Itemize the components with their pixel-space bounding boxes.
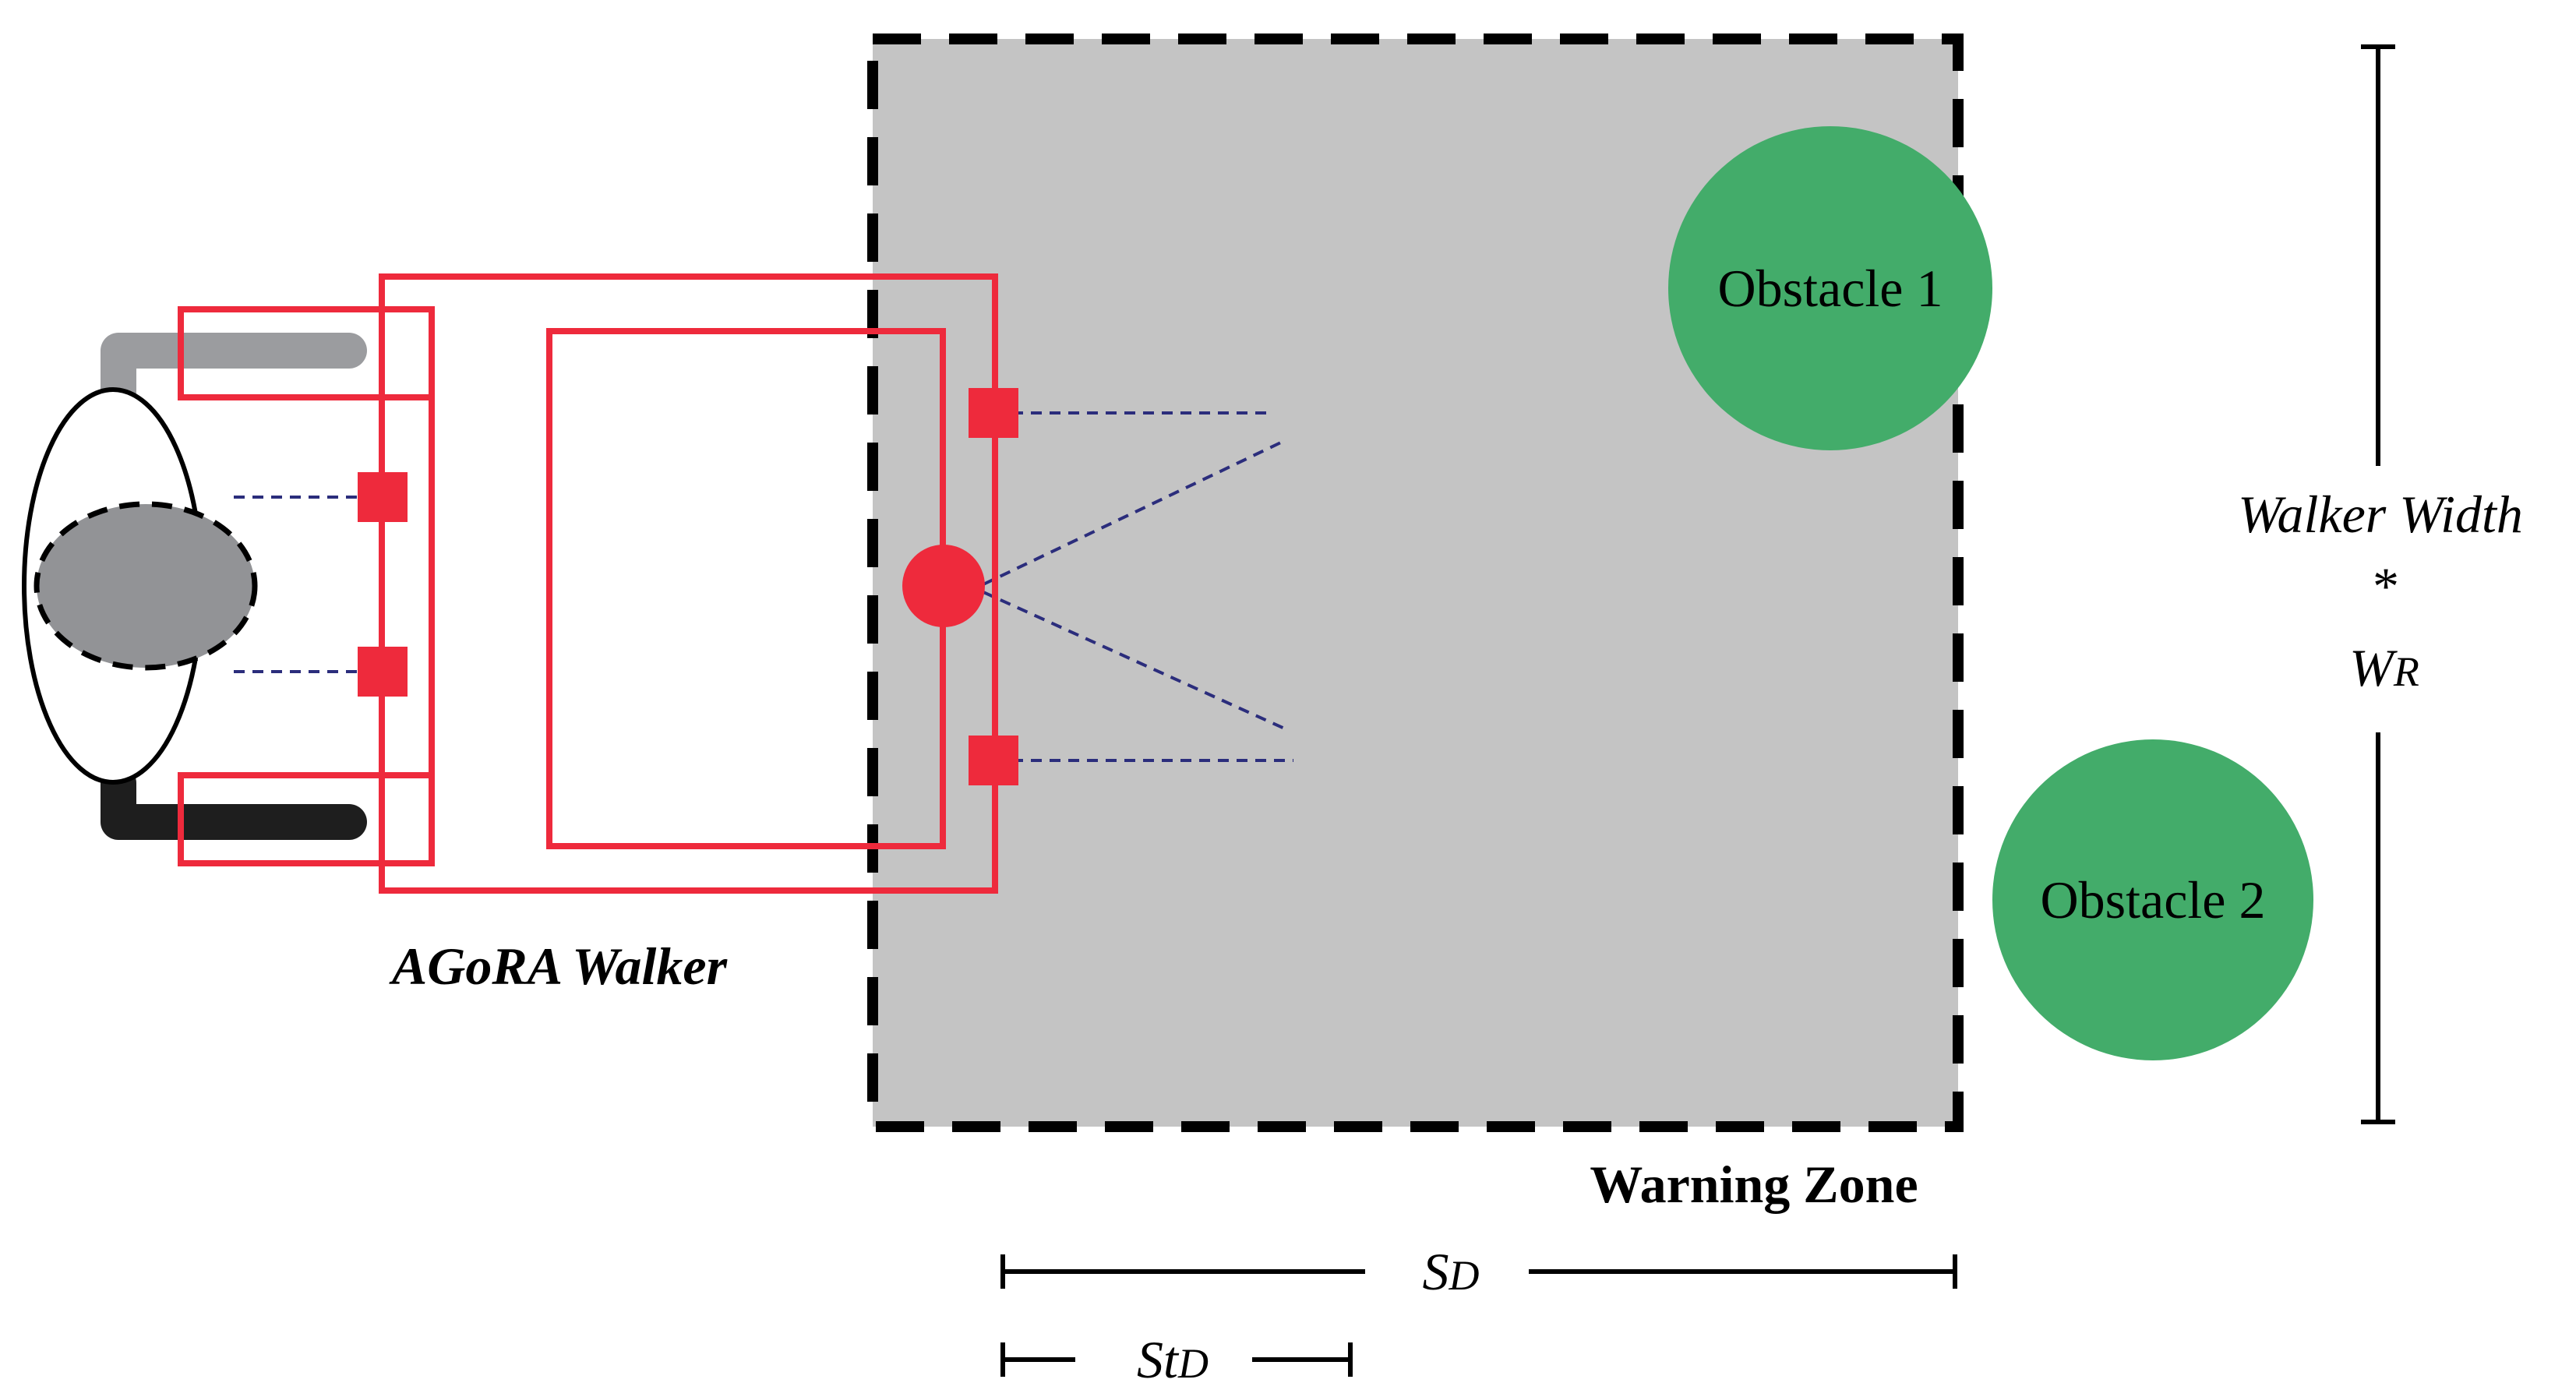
- wr-label: WR: [2349, 638, 2419, 697]
- walker-width-label: Walker Width: [2238, 485, 2523, 544]
- std-main: St: [1137, 1330, 1180, 1389]
- walker-outer-frame: [379, 273, 998, 894]
- sensor-beams: [234, 411, 1293, 762]
- sd-main: S: [1423, 1242, 1449, 1301]
- sensors: [358, 388, 1018, 785]
- sd-sub: D: [1449, 1252, 1480, 1299]
- std-dimension: [1000, 1342, 1353, 1377]
- obstacle-2-label: Obstacle 2: [2041, 870, 2266, 930]
- sd-label: SD: [1423, 1242, 1480, 1301]
- left-handle: [101, 333, 367, 411]
- sd-dimension: [1000, 1254, 1957, 1289]
- wr-main: W: [2349, 638, 2398, 697]
- wr-sub: R: [2393, 648, 2419, 695]
- sensor-user-lower: [358, 647, 408, 697]
- sensor-user-upper: [358, 472, 408, 522]
- user-head: [34, 501, 258, 671]
- walker-label: AGoRA Walker: [389, 937, 728, 996]
- obstacle-1-label: Obstacle 1: [1718, 259, 1943, 318]
- lidar-sensor: [902, 545, 985, 627]
- obstacle-2: [1992, 739, 2313, 1060]
- sensor-front-upper: [969, 388, 1018, 438]
- warning-zone-label: Warning Zone: [1590, 1155, 1918, 1214]
- obstacle-1: [1668, 126, 1992, 450]
- multiply-star: *: [2373, 556, 2399, 616]
- right-handle: [101, 765, 367, 840]
- walker-width-dimension: [2361, 44, 2395, 1124]
- std-sub: D: [1177, 1340, 1209, 1387]
- sensor-front-lower: [969, 736, 1018, 785]
- std-label: StD: [1137, 1330, 1209, 1389]
